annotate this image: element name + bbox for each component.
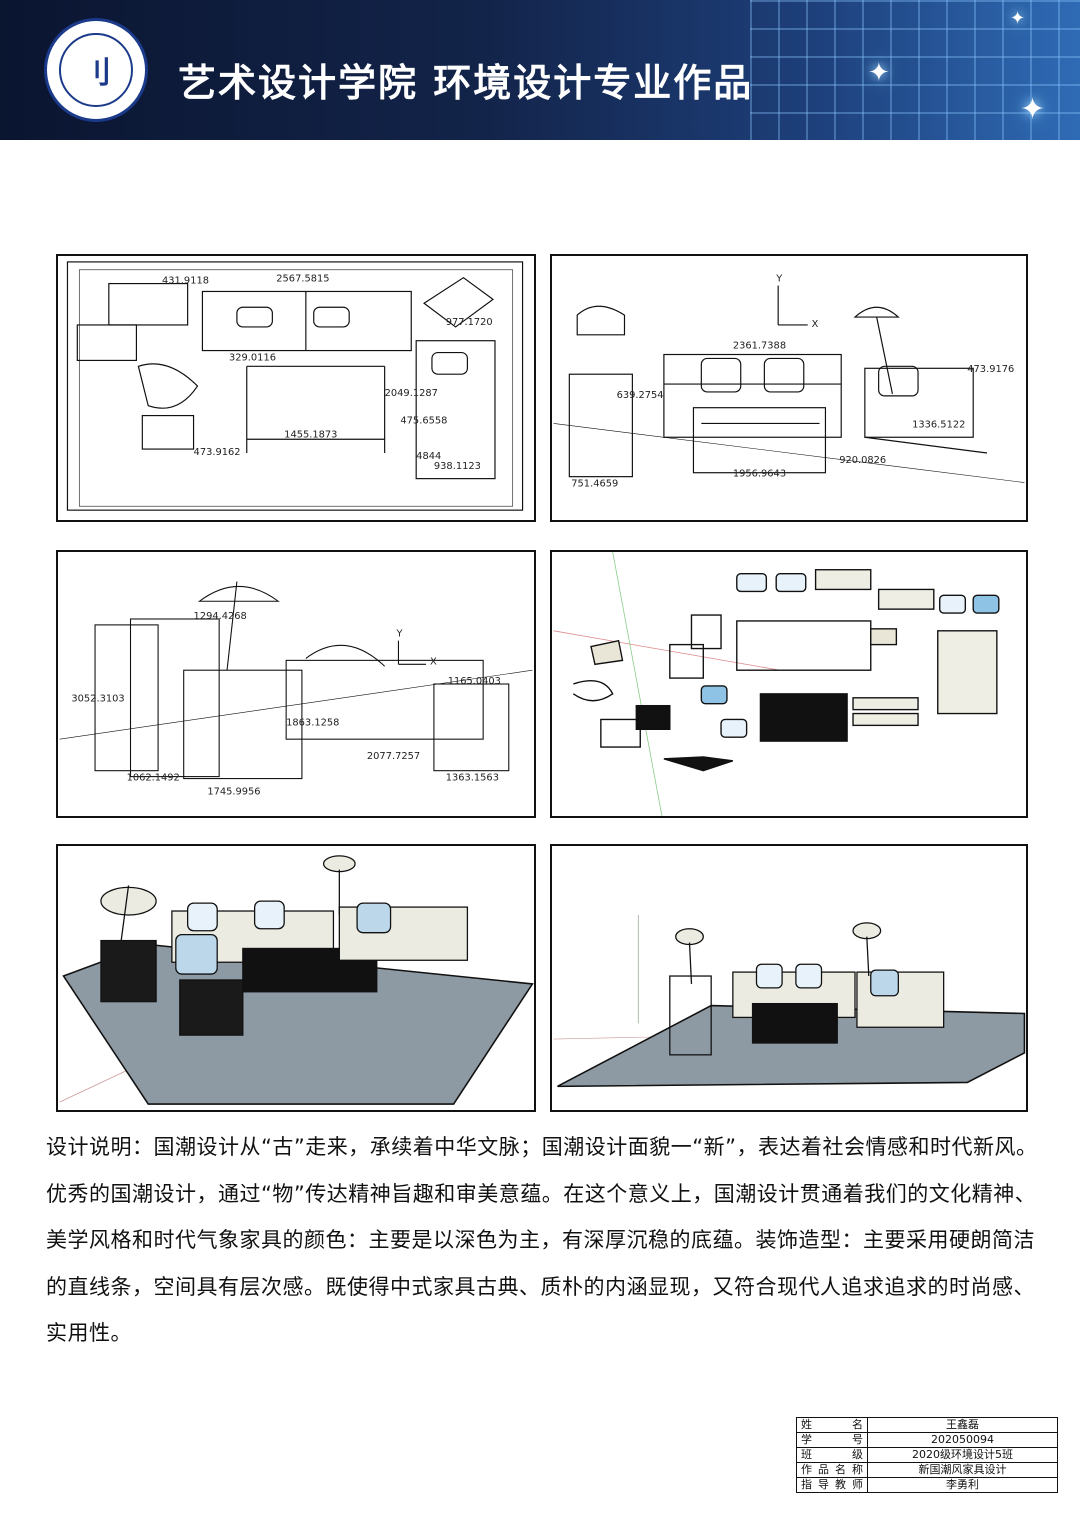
exploded-components-svg	[553, 552, 1000, 816]
dimension-label: 475.6558	[400, 415, 447, 426]
dimension-label: 2049.1287	[385, 388, 438, 399]
dimension-label: 431.9118	[162, 276, 209, 287]
table-row: 姓 名王鑫磊	[796, 1417, 1058, 1433]
header-grid-decoration	[750, 0, 1080, 140]
dimension-label: 1863.1258	[286, 717, 339, 728]
table-row: 作品名称新国潮风家具设计	[796, 1462, 1058, 1478]
cushion-icon	[775, 572, 807, 593]
perspective-render-left-svg	[59, 855, 534, 1105]
sparkle-icon: ✦	[868, 58, 890, 88]
info-value: 新国潮风家具设计	[867, 1462, 1058, 1478]
plan-view-drawing: 431.9118 2567.5815 977.1720 329.0116 204…	[56, 254, 536, 522]
info-value: 李勇利	[867, 1477, 1058, 1493]
dimension-label: 1336.5122	[912, 419, 965, 430]
dimension-label: 2077.7257	[367, 751, 420, 762]
exploded-components-render	[550, 550, 1028, 818]
dimension-label: 1745.9956	[207, 786, 260, 797]
dimension-label: 1363.1563	[446, 773, 499, 784]
plan-dimensions: 431.9118 2567.5815 977.1720 329.0116 204…	[162, 274, 493, 472]
info-value: 王鑫磊	[867, 1417, 1058, 1433]
info-value: 202050094	[867, 1432, 1058, 1448]
dimension-label: 473.9176	[967, 364, 1014, 375]
info-value: 2020级环境设计5班	[867, 1447, 1058, 1463]
dimension-label: 4844	[416, 451, 441, 462]
dimension-label: 1956.9643	[733, 469, 786, 480]
dimension-label: 1455.1873	[284, 429, 337, 440]
side-wireframe-drawing: Y X 1294.4268 1165.0403 3052.3103 1863.1…	[56, 550, 536, 818]
page-title: 艺术设计学院 环境设计专业作品	[178, 61, 754, 105]
dimension-label: 1062.1492	[127, 773, 180, 784]
info-label: 姓 名	[796, 1417, 868, 1433]
plan-view-svg: 431.9118 2567.5815 977.1720 329.0116 204…	[66, 261, 524, 511]
info-label: 学 号	[796, 1432, 868, 1448]
header-banner: ✦ ✦ ✦ 刂 艺术设计学院 环境设计专业作品	[0, 0, 1080, 140]
sparkle-icon: ✦	[1020, 92, 1046, 127]
sparkle-icon: ✦	[1010, 8, 1026, 29]
dimension-label: 1165.0403	[448, 676, 501, 687]
axis-label: Y	[775, 274, 783, 285]
logo-emblem: 刂	[59, 33, 133, 107]
front-elevation-drawing: Y X 2361.7388 473.9176 639.2754 1336.512…	[550, 254, 1028, 522]
dimension-label: 473.9162	[194, 447, 241, 458]
dimension-label: 639.2754	[617, 390, 664, 401]
perspective-render-right-svg	[553, 914, 1026, 1088]
axis-label: X	[430, 656, 437, 667]
table-row: 指导教师李勇利	[796, 1477, 1058, 1493]
dimension-label: 2361.7388	[733, 341, 786, 352]
dimension-label: 938.1123	[434, 461, 481, 472]
info-label: 作品名称	[796, 1462, 868, 1478]
info-label: 班 级	[796, 1447, 868, 1463]
cushion-icon	[736, 572, 768, 593]
info-label: 指导教师	[796, 1477, 868, 1493]
design-description: 设计说明：国潮设计从“古”走来，承续着中华文脉；国潮设计面貌一“新”，表达着社会…	[46, 1135, 1038, 1345]
perspective-render-right	[550, 844, 1028, 1112]
dimension-label: 751.4659	[571, 479, 618, 490]
dimension-label: 977.1720	[446, 317, 493, 328]
university-logo: 刂	[44, 18, 148, 122]
dimension-label: 920.0826	[839, 455, 886, 466]
dimension-label: 2567.5815	[276, 274, 329, 285]
axis-label: Y	[395, 629, 403, 640]
dimension-label: 1294.4268	[194, 611, 247, 622]
side-wireframe-svg: Y X 1294.4268 1165.0403 3052.3103 1863.1…	[59, 581, 533, 797]
dimension-label: 3052.3103	[71, 694, 124, 705]
axis-label: X	[812, 319, 819, 330]
perspective-render-left	[56, 844, 536, 1112]
dimension-label: 329.0116	[229, 352, 276, 363]
front-elevation-svg: Y X 2361.7388 473.9176 639.2754 1336.512…	[553, 274, 1025, 490]
